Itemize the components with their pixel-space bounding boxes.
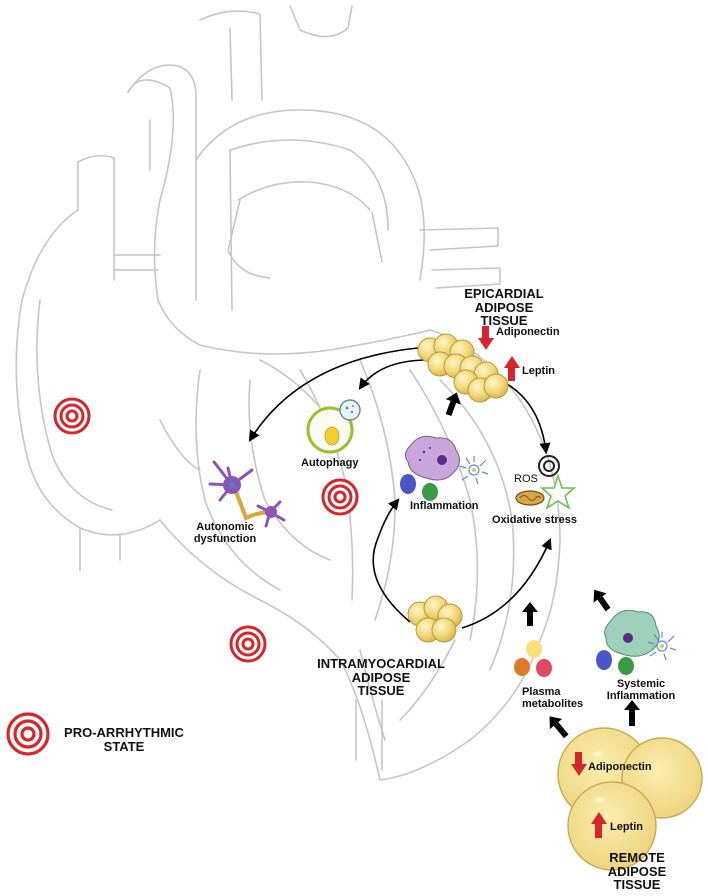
intramyocardial-title-line-1: INTRAMYOCARDIAL [317, 656, 445, 671]
arrow-epicardial-to-autophagy [358, 359, 429, 390]
legend-label-line-1: PRO-ARRHYTHMIC [64, 725, 184, 740]
intramyocardial-title: INTRAMYOCARDIAL ADIPOSE TISSUE [310, 657, 452, 698]
plasma-metabolites-icon [514, 640, 552, 677]
plasma-label-line-1: Plasma [522, 686, 561, 698]
pro-arrhythmic-target-atrium [53, 397, 91, 435]
intramyocardial-adipose-cluster [407, 595, 463, 643]
epicardial-adiponectin-label: Adiponectin [496, 326, 560, 338]
systemic-label-line-1: Systemic [616, 678, 666, 690]
legend-label-line-2: STATE [103, 738, 145, 754]
legend-label: PRO-ARRHYTHMIC STATE [54, 726, 194, 753]
remote-adipose-highlights [589, 749, 609, 805]
autonomic-label-line-2: dysfunction [193, 532, 257, 545]
arrow-epicardial-to-inflammation [445, 392, 461, 417]
arrow-systemic-up [593, 589, 611, 612]
ros-label: ROS [514, 473, 538, 485]
inflammation-icon [400, 435, 489, 501]
epicardial-title-line-2: ADIPOSE [474, 299, 534, 315]
arrow-remote-to-plasma [549, 716, 569, 739]
epicardial-title-line-1: EPICARDIAL [464, 286, 544, 301]
remote-adiponectin-label: Adiponectin [588, 761, 652, 773]
arrow-epicardial-to-autonomic [248, 347, 419, 442]
autonomic-label-line-1: Autonomic [196, 521, 254, 533]
epicardial-adipose-cluster [417, 333, 509, 403]
remote-leptin-label: Leptin [610, 821, 643, 833]
pro-arrhythmic-target-lower [229, 625, 267, 663]
remote-title-line-2: ADIPOSE [607, 863, 667, 879]
epicardial-title: EPICARDIAL ADIPOSE TISSUE [452, 287, 556, 328]
oxidative-stress-label: Oxidative stress [492, 514, 577, 526]
intramyocardial-title-line-3: TISSUE [357, 683, 405, 699]
pro-arrhythmic-target-center [321, 478, 359, 516]
autophagy-icon [306, 399, 361, 454]
plasma-label-line-2: metabolites [522, 697, 584, 710]
arrow-intramyocardial-to-oxidative [461, 537, 552, 629]
oxidative-stress-icon [515, 455, 577, 510]
epicardial-adiponectin-down-arrow [478, 326, 494, 350]
inflammation-label: Inflammation [410, 500, 479, 512]
systemic-inflammation-label: Systemic Inflammation [596, 678, 686, 702]
arrow-plasma-up [522, 602, 538, 626]
systemic-inflammation-icon [596, 609, 677, 675]
epicardial-title-line-3: TISSUE [480, 313, 528, 329]
remote-adipose-cluster [557, 727, 703, 871]
remote-title-line-1: REMOTE [609, 850, 665, 865]
arrow-remote-to-systemic [624, 700, 640, 726]
autonomic-label: Autonomic dysfunction [180, 521, 270, 545]
plasma-metabolites-label: Plasma metabolites [522, 686, 584, 710]
systemic-label-line-2: Inflammation [606, 689, 676, 702]
intramyocardial-title-line-2: ADIPOSE [351, 669, 411, 685]
epicardial-leptin-up-arrow [504, 356, 520, 381]
remote-adiponectin-down-arrow [571, 752, 587, 776]
epicardial-leptin-label: Leptin [522, 365, 555, 377]
remote-leptin-up-arrow [591, 812, 607, 838]
autophagy-label: Autophagy [301, 457, 359, 469]
neuron-icon [208, 460, 286, 528]
block-arrows [445, 392, 640, 739]
remote-title-line-3: TISSUE [613, 877, 661, 893]
legend-target-icon [6, 712, 50, 756]
arrow-intramyocardial-to-inflammation [372, 498, 411, 623]
remote-title: REMOTE ADIPOSE TISSUE [588, 851, 686, 892]
